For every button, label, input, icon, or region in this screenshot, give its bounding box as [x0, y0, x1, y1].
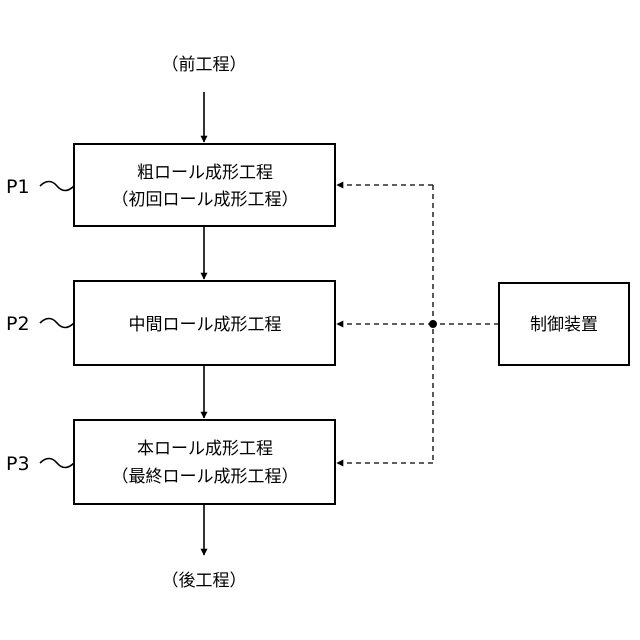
step-p2-title: 中間ロール成形工程 [129, 315, 282, 335]
junction-dot [429, 320, 437, 328]
leader-p2 [40, 319, 74, 328]
leader-p1 [40, 182, 74, 191]
next-step-label: （後工程） [162, 571, 247, 591]
previous-step-label: （前工程） [162, 55, 247, 75]
step-p1-id: P1 [6, 176, 30, 198]
step-p1-subtitle: （初回ロール成形工程） [112, 190, 299, 210]
step-p1-title: 粗ロール成形工程 [137, 163, 273, 183]
controller-label: 制御装置 [530, 315, 598, 335]
step-box-p3: 本ロール成形工程 （最終ロール成形工程） [74, 420, 335, 504]
step-p3-title: 本ロール成形工程 [137, 439, 273, 459]
controller-box: 制御装置 [499, 283, 629, 365]
leader-p3 [40, 459, 74, 468]
step-box-p1: 粗ロール成形工程 （初回ロール成形工程） [74, 144, 335, 226]
step-p2-id: P2 [6, 313, 30, 335]
step-p3-subtitle: （最終ロール成形工程） [112, 467, 299, 487]
step-p3-id: P3 [6, 453, 30, 475]
step-box-p2: 中間ロール成形工程 [74, 281, 335, 365]
